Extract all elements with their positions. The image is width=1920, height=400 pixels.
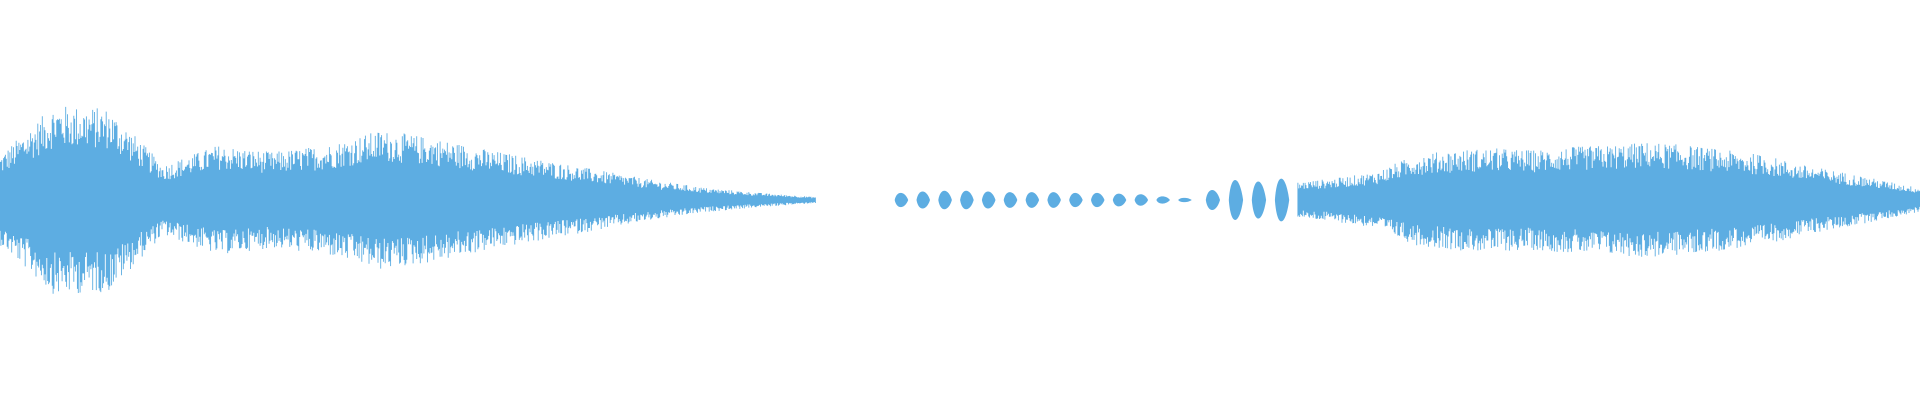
waveform-pulse (1047, 192, 1061, 208)
waveform-segment-2 (894, 190, 1192, 210)
waveform-pulse (1091, 192, 1105, 208)
waveform-pulse (1134, 194, 1149, 206)
waveform-pulse (1025, 192, 1040, 208)
waveform-bars (1297, 143, 1920, 257)
waveform-bars (0, 106, 816, 294)
waveform-pulse (1156, 196, 1170, 204)
waveform-pulse (960, 190, 974, 210)
waveform-pulse (1003, 192, 1018, 208)
waveform-pulse (938, 190, 952, 210)
waveform-segment-1 (0, 106, 816, 294)
waveform-segment-4 (1297, 143, 1920, 257)
waveform-pulse (1178, 197, 1192, 203)
waveform-pulse (1112, 193, 1127, 207)
waveform-pulse (894, 192, 909, 208)
waveform-pulse (1205, 190, 1220, 210)
waveform-pulse (1251, 181, 1267, 219)
waveform-pulse (1228, 180, 1244, 220)
waveform-pulse (1069, 192, 1083, 208)
waveform-pulse (981, 191, 996, 209)
waveform-pulse (1274, 178, 1290, 222)
waveform-pulse (916, 191, 930, 209)
waveform-segment-3 (1205, 178, 1290, 222)
